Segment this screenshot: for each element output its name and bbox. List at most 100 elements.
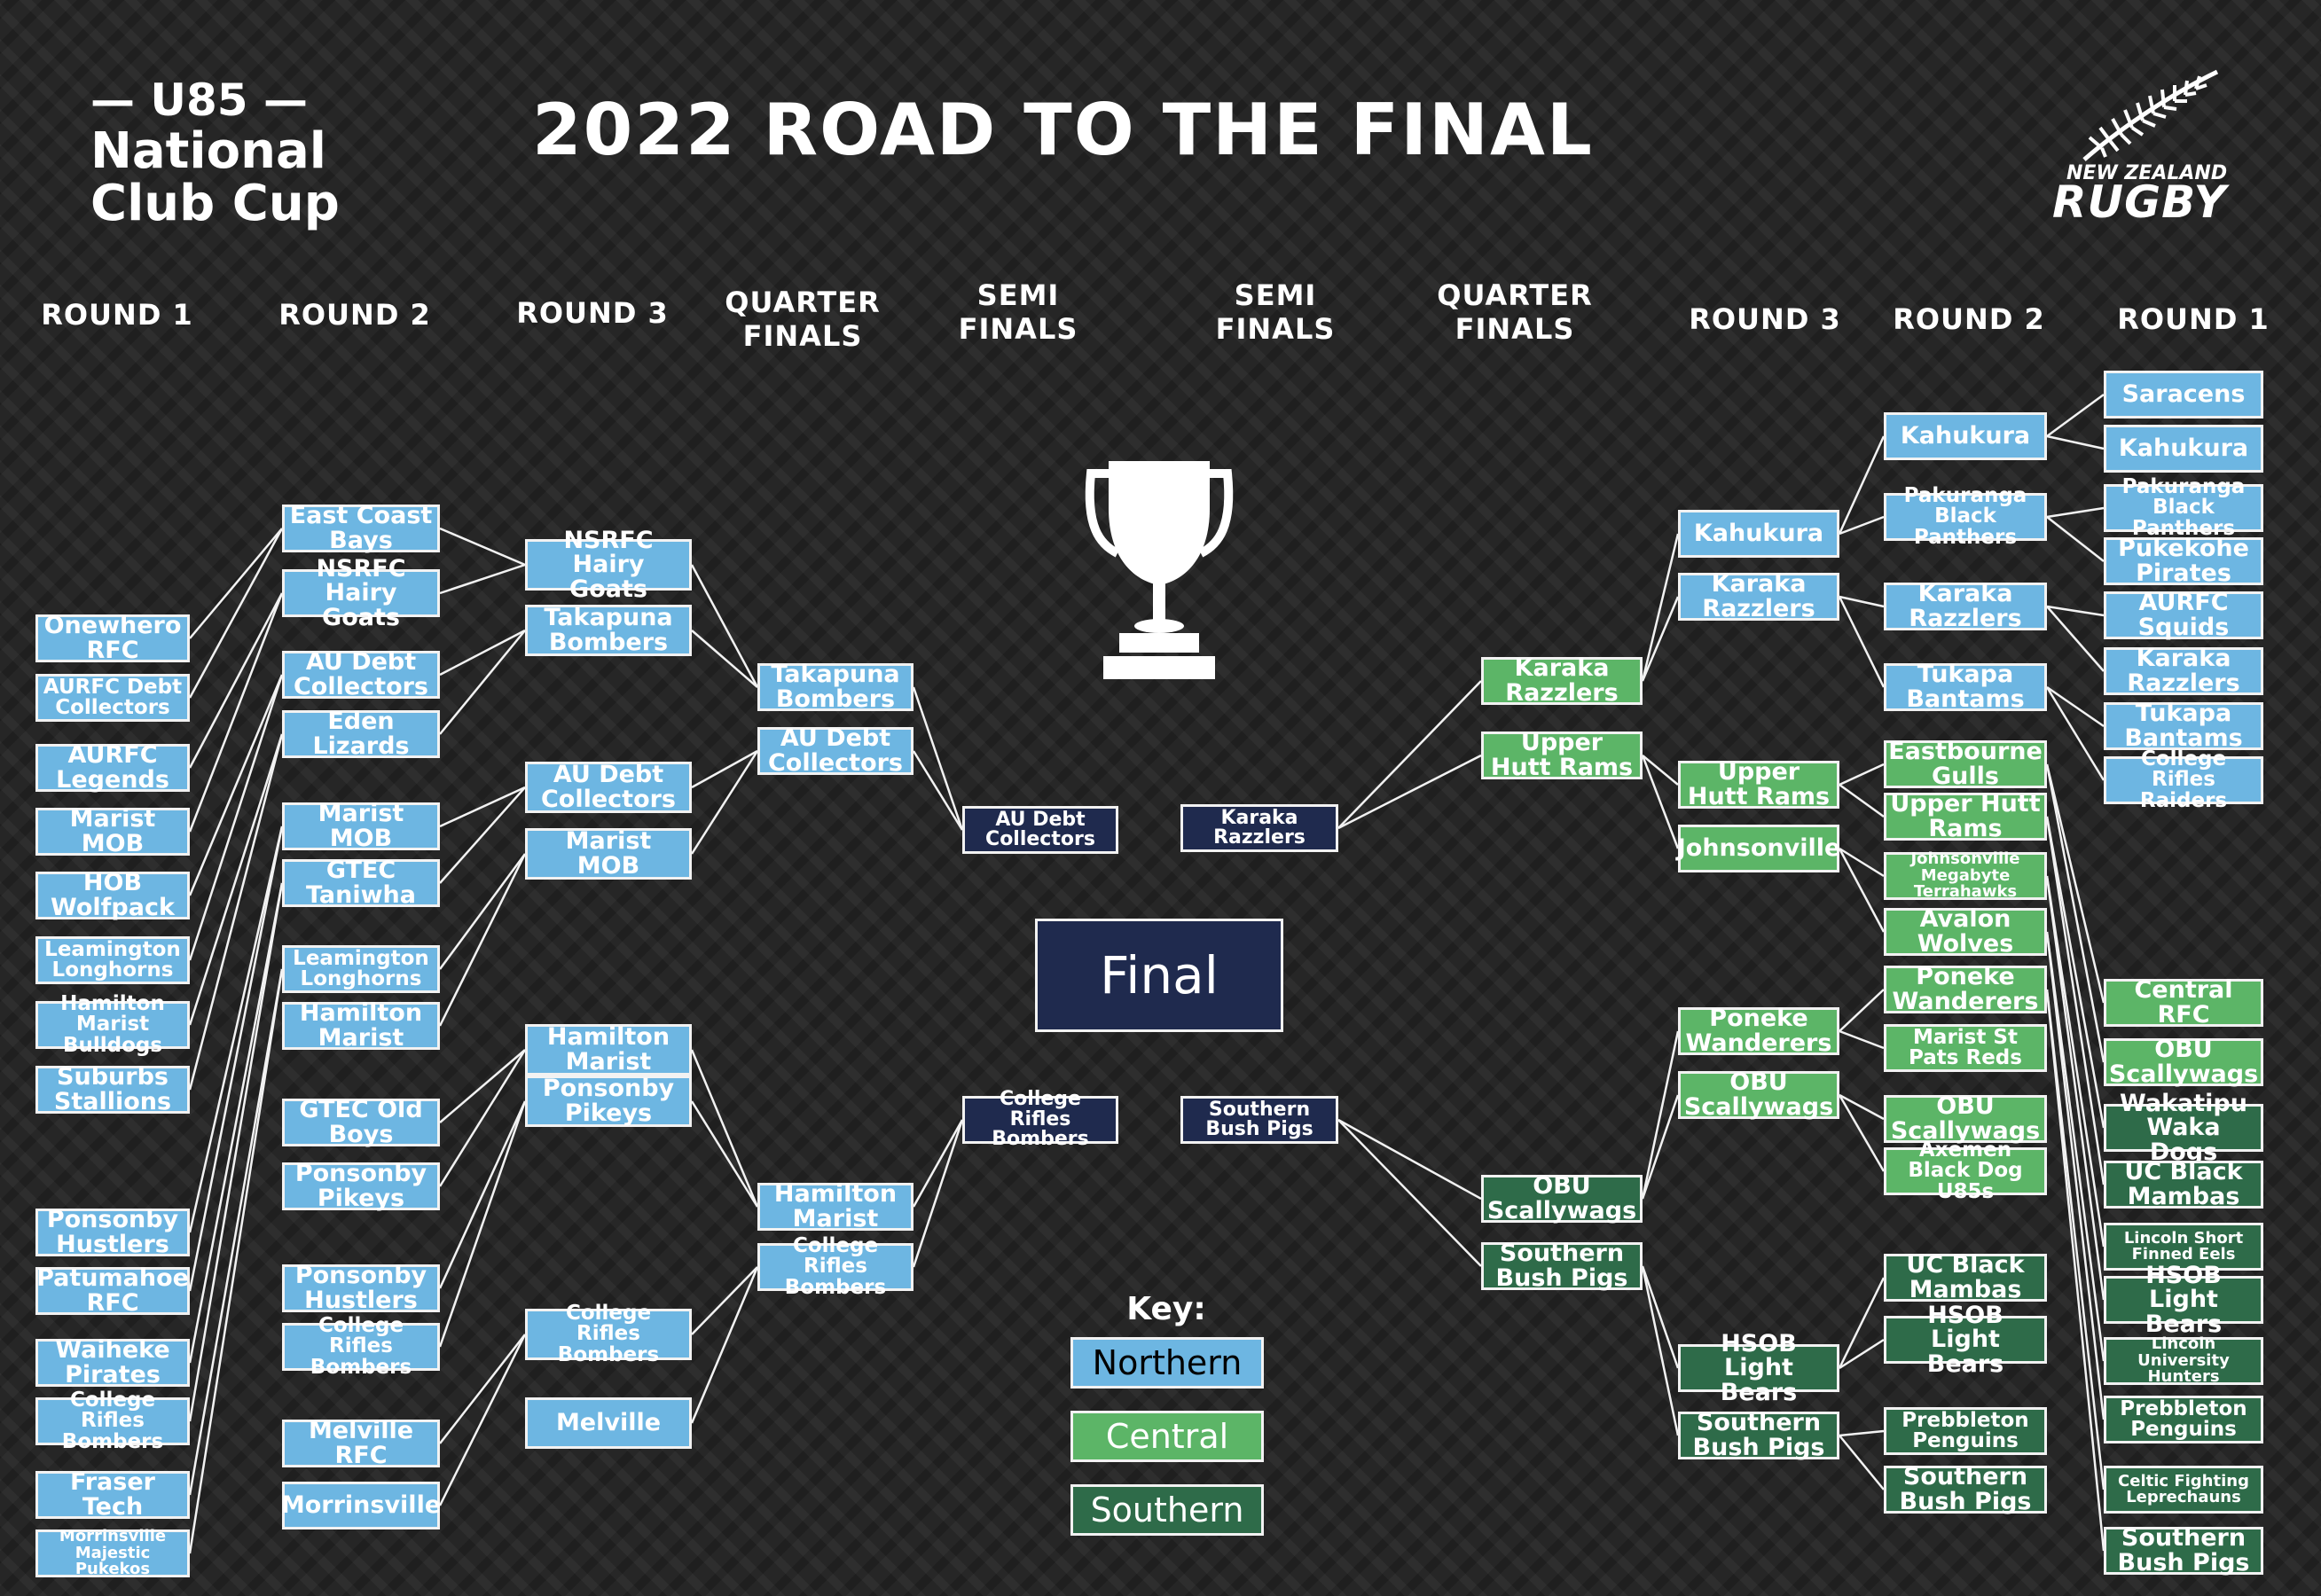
team-r2-avalon-wolves: Avalon Wolves	[1884, 907, 2047, 956]
team-r1-pukekohe-pirates: Pukekohe Pirates	[2104, 536, 2263, 585]
connector-line	[188, 528, 284, 699]
team-r2-johnsonville-megabyte-terrahawks: Johnsonville Megabyte Terrahawks	[1884, 851, 2047, 900]
team-r2-eastbourne-gulls: Eastbourne Gulls	[1884, 739, 2047, 788]
team-r1-uc-black-mambas: UC Black Mambas	[2104, 1160, 2263, 1209]
connector-line	[1838, 1094, 1886, 1172]
team-l1-aurfc-legends: AURFC Legends	[35, 743, 190, 792]
header-round1-left: ROUND 1	[41, 298, 193, 332]
header-qf-left: QUARTER FINALS	[725, 286, 881, 354]
team-rsf-southern-bush-pigs: Southern Bush Pigs	[1180, 1096, 1338, 1144]
connector-line	[2046, 506, 2105, 519]
connector-line	[1838, 848, 1886, 933]
connector-line	[438, 853, 527, 970]
header-round3-left: ROUND 3	[516, 296, 669, 330]
key-southern: Southern	[1070, 1484, 1264, 1536]
connector-line	[1839, 515, 1885, 536]
team-l3-hamilton-marist: Hamilton Marist	[525, 1024, 692, 1076]
team-r3-upper-hutt-rams: Upper Hutt Rams	[1678, 760, 1839, 809]
connector-line	[2045, 875, 2105, 1248]
connector-line	[188, 968, 284, 1496]
team-r1-lincoln-university-hunters: Lincoln University Hunters	[2104, 1336, 2263, 1385]
team-r2-prebbleton-penguins: Prebbleton Penguins	[1884, 1407, 2047, 1455]
connector-line	[189, 528, 283, 639]
team-r3-southern-bush-pigs: Southern Bush Pigs	[1678, 1411, 1839, 1459]
team-r1-central-rfc: Central RFC	[2104, 978, 2263, 1027]
header-sf-right: SEMI FINALS	[1215, 278, 1336, 347]
team-l1-college-rifles-bombers: College Rifles Bombers	[35, 1389, 190, 1451]
team-rqf-upper-hutt-rams: Upper Hutt Rams	[1481, 731, 1643, 779]
connector-line	[912, 750, 964, 831]
connector-line	[1839, 847, 1885, 878]
team-l3-college-rifles-bombers: College Rifles Bombers	[525, 1303, 692, 1365]
connector-line	[1641, 1030, 1680, 1200]
team-r1-tukapa-bantams: Tukapa Bantams	[2104, 701, 2263, 750]
brand-line-2: RUGBY	[2052, 176, 2227, 228]
connector-line	[1641, 596, 1680, 682]
connector-line	[188, 882, 284, 1364]
key-northern: Northern	[1070, 1337, 1264, 1389]
team-l2-nsrfc-hairy-goats: NSRFC Hairy Goats	[282, 556, 440, 630]
connector-line	[438, 1334, 527, 1506]
header-qf-right: QUARTER FINALS	[1437, 278, 1593, 347]
team-l1-morrinsville-majestic-pukekos: Morrinsville Majestic Pukekos	[35, 1529, 190, 1577]
team-r2-pakuranga-black-panthers: Pakuranga Black Panthers	[1884, 485, 2047, 547]
connector-line	[1839, 1338, 1885, 1370]
connector-line	[691, 749, 758, 789]
connector-line	[1839, 595, 1885, 608]
connector-line	[439, 786, 526, 828]
connector-line	[188, 674, 284, 896]
team-r1-college-rifles-raiders: College Rifles Raiders	[2104, 748, 2263, 810]
team-r2-hsob-light-bears: HSOB Light Bears	[1884, 1303, 2047, 1376]
connector-line	[1839, 763, 1885, 786]
team-l2-gtec-taniwha: GTEC Taniwha	[282, 858, 440, 907]
connector-line	[912, 1119, 964, 1268]
connector-line	[1337, 1118, 1482, 1201]
team-l1-ponsonby-hustlers: Ponsonby Hustlers	[35, 1208, 190, 1256]
team-l3-nsrfc-hairy-goats: NSRFC Hairy Goats	[525, 528, 692, 601]
team-l3-au-debt-collectors: AU Debt Collectors	[525, 762, 692, 813]
logo-line-1: — U85 —	[90, 74, 308, 126]
team-r1-celtic-fighting-leprechauns: Celtic Fighting Leprechauns	[2104, 1466, 2263, 1514]
team-r2-uc-black-mambas: UC Black Mambas	[1884, 1253, 2047, 1302]
team-l2-au-debt-collectors: AU Debt Collectors	[282, 650, 440, 699]
connector-line	[188, 733, 284, 1091]
team-r3-kahukura: Kahukura	[1678, 510, 1839, 558]
connector-line	[2045, 989, 2105, 1552]
connector-line	[2045, 763, 2105, 1063]
header-round3-right: ROUND 3	[1689, 302, 1841, 336]
team-r1-aurfc-squids: AURFC Squids	[2104, 591, 2263, 639]
brand-line-1: NEW ZEALAND	[2066, 162, 2228, 184]
team-r1-lincoln-short-finned-eels: Lincoln Short Finned Eels	[2104, 1223, 2263, 1271]
team-r1-obu-scallywags: OBU Scallywags	[2104, 1037, 2263, 1086]
connector-line	[438, 853, 527, 1027]
connector-line	[1839, 1429, 1885, 1437]
team-l2-east-coast-bays: East Coast Bays	[282, 504, 440, 552]
team-l1-fraser-tech: Fraser Tech	[35, 1470, 190, 1519]
connector-line	[912, 686, 964, 831]
connector-line	[1337, 680, 1482, 829]
team-l1-hamilton-marist-bulldogs: Hamilton Marist Bulldogs	[35, 993, 190, 1055]
connector-line	[690, 1266, 759, 1424]
team-r3-karaka-razzlers: Karaka Razzlers	[1678, 572, 1839, 621]
connector-line	[690, 750, 759, 855]
connector-line	[2045, 763, 2105, 1004]
team-r1-pakuranga-black-panthers: Pakuranga Black Panthers	[2104, 476, 2263, 538]
team-rqf-southern-bush-pigs: Southern Bush Pigs	[1481, 1241, 1643, 1290]
team-l3-ponsonby-pikeys: Ponsonby Pikeys	[525, 1076, 692, 1127]
connector-line	[438, 1049, 527, 1187]
connector-line	[439, 1049, 526, 1123]
connector-line	[2046, 393, 2105, 438]
team-r2-upper-hutt-rams: Upper Hutt Rams	[1884, 792, 2047, 841]
logo-line-3: Club Cup	[90, 174, 340, 232]
team-r2-karaka-razzlers: Karaka Razzlers	[1884, 582, 2047, 630]
connector-line	[2045, 931, 2105, 1420]
team-l2-morrinsville: Morrinsville	[281, 1482, 441, 1530]
connector-line	[690, 564, 759, 688]
header-round2-left: ROUND 2	[278, 298, 431, 332]
page-title: 2022 ROAD TO THE FINAL	[532, 89, 1594, 171]
key-central-label: Central	[1105, 1417, 1229, 1456]
connector-line	[1641, 1265, 1680, 1369]
team-l1-aurfc-debt-collectors: AURFC Debt Collectors	[35, 674, 190, 722]
connector-line	[1839, 1093, 1885, 1121]
connector-line	[2045, 931, 2105, 1362]
